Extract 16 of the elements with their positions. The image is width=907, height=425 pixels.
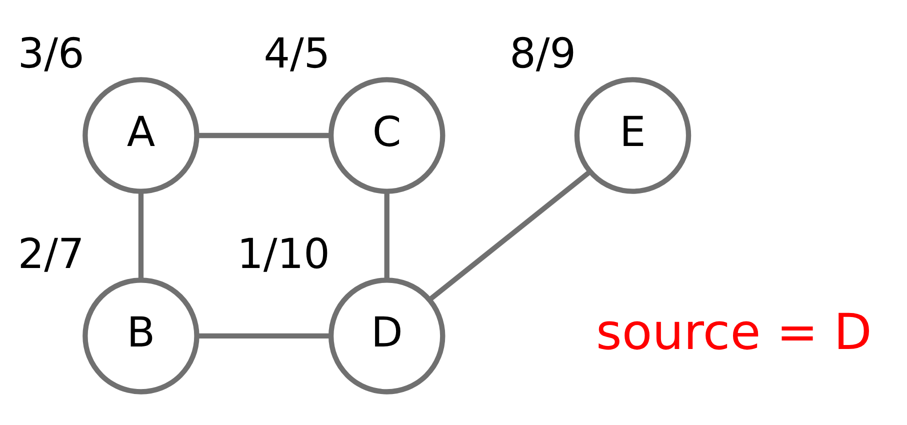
connector: [198, 132, 331, 138]
node-label: 4/5: [264, 28, 330, 77]
node-circle: C: [328, 76, 446, 194]
node-label: 8/9: [510, 28, 576, 77]
node-circle: D: [328, 277, 446, 394]
connector: [198, 332, 331, 338]
node-circle: B: [82, 277, 200, 394]
node-label: 1/10: [237, 229, 330, 278]
label: source = D: [596, 302, 872, 360]
node-label: 3/6: [18, 28, 84, 77]
node-circle: A: [82, 76, 200, 194]
node-circle: E: [574, 76, 692, 194]
connector: [138, 191, 144, 280]
node-label: 2/7: [18, 229, 84, 278]
connector: [428, 169, 592, 301]
connector: [384, 191, 390, 280]
